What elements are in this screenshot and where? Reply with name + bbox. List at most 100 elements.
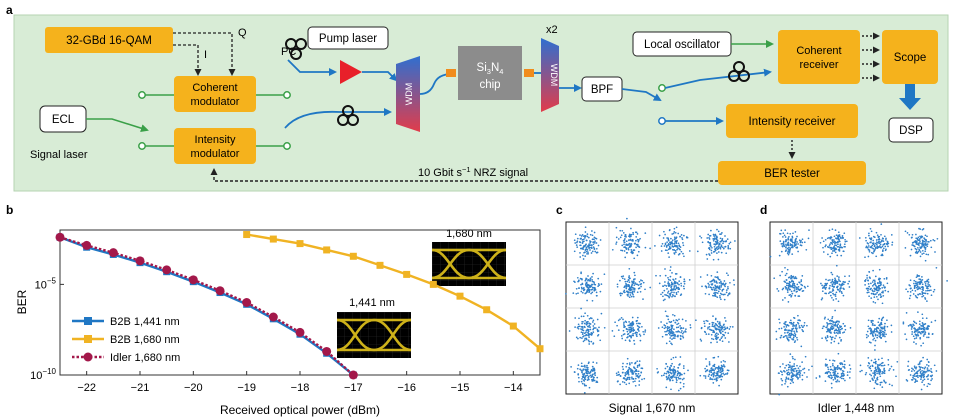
constellation-point (869, 277, 871, 279)
constellation-point (806, 285, 809, 288)
constellation-point (707, 247, 710, 249)
constellation-point (829, 237, 832, 240)
constellation-point (677, 376, 680, 379)
constellation-point (881, 361, 884, 364)
constellation-point (790, 280, 793, 283)
constellation-point (661, 326, 664, 329)
constellation-point (636, 291, 639, 294)
constellation-point (568, 330, 571, 332)
constellation-point (584, 279, 587, 282)
constellation-point (725, 291, 728, 294)
constellation-point (623, 289, 626, 292)
constellation-point (876, 234, 879, 237)
constellation-point (624, 325, 626, 328)
constellation-point (792, 321, 795, 324)
constellation-point (828, 322, 830, 325)
constellation-point (841, 284, 844, 286)
constellation-point (718, 369, 720, 372)
constellation-point (784, 321, 787, 323)
constellation-point (797, 288, 799, 290)
constellation-point (840, 375, 843, 378)
constellation-point (574, 242, 577, 244)
constellation-point (706, 258, 709, 260)
constellation-point (832, 359, 834, 362)
constellation-point (628, 277, 631, 280)
constellation-point (673, 227, 676, 230)
constellation-point (628, 382, 631, 385)
constellation-point (580, 328, 582, 330)
constellation-point (836, 286, 839, 289)
constellation-point (717, 355, 720, 358)
constellation-point (921, 279, 924, 281)
constellation-point (585, 384, 587, 387)
constellation-point (881, 302, 884, 305)
constellation-point (718, 282, 721, 284)
constellation-point (870, 238, 873, 241)
constellation-point (920, 286, 923, 289)
constellation-point (826, 339, 828, 342)
constellation-point (844, 325, 846, 327)
constellation-point (705, 333, 708, 335)
constellation-point (681, 318, 684, 321)
constellation-point (874, 333, 877, 336)
constellation-point (871, 364, 874, 367)
constellation-point (789, 334, 791, 337)
constellation-point (866, 330, 869, 333)
constellation-point (623, 324, 625, 327)
constellation-point (576, 241, 578, 244)
constellation-point (924, 292, 927, 295)
constellation-point (576, 240, 579, 243)
constellation-point (795, 243, 798, 245)
constellation-point (672, 313, 674, 316)
constellation-point (892, 369, 895, 371)
constellation-point (676, 372, 679, 375)
constellation-point (669, 247, 671, 250)
constellation-point (665, 315, 668, 317)
constellation-point (835, 237, 838, 240)
constellation-point (577, 292, 579, 295)
constellation-point (641, 378, 643, 381)
constellation-point (792, 286, 795, 289)
constellation-point (675, 226, 678, 229)
constellation-point (675, 376, 678, 379)
constellation-point (712, 321, 715, 324)
constellation-point (712, 238, 715, 240)
constellation-point (667, 327, 669, 330)
constellation-point (920, 378, 922, 381)
constellation-point (837, 278, 840, 280)
constellation-point (678, 377, 681, 380)
constellation-point (781, 383, 783, 386)
constellation-point (825, 292, 828, 295)
constellation-point (796, 372, 798, 374)
constellation-point (590, 247, 593, 250)
constellation-point (699, 276, 702, 278)
constellation-point (914, 366, 916, 369)
constellation-point (838, 249, 841, 252)
constellation-point (665, 375, 668, 378)
data-point (456, 292, 464, 300)
constellation-point (632, 378, 635, 380)
constellation-point (717, 336, 719, 339)
constellation-point (624, 339, 627, 342)
constellation-point (789, 249, 791, 251)
constellation-point (830, 342, 833, 344)
constellation-point (781, 288, 784, 291)
constellation-point (584, 249, 587, 251)
constellation-point (879, 296, 882, 299)
constellation-point (626, 376, 629, 379)
constellation-point (713, 281, 716, 283)
constellation-point (643, 377, 646, 380)
constellation-point (907, 290, 909, 293)
constellation-point (878, 367, 880, 370)
constellation-point (920, 330, 923, 333)
constellation-point (878, 240, 880, 243)
constellation-point (879, 329, 881, 331)
constellation-point (835, 291, 838, 294)
constellation-point (581, 378, 583, 380)
constellation-point (581, 238, 584, 241)
constellation-point (716, 292, 719, 294)
constellation-point (632, 295, 635, 298)
constellation-point (670, 283, 673, 286)
constellation-point (924, 297, 926, 299)
constellation-point (678, 280, 681, 282)
